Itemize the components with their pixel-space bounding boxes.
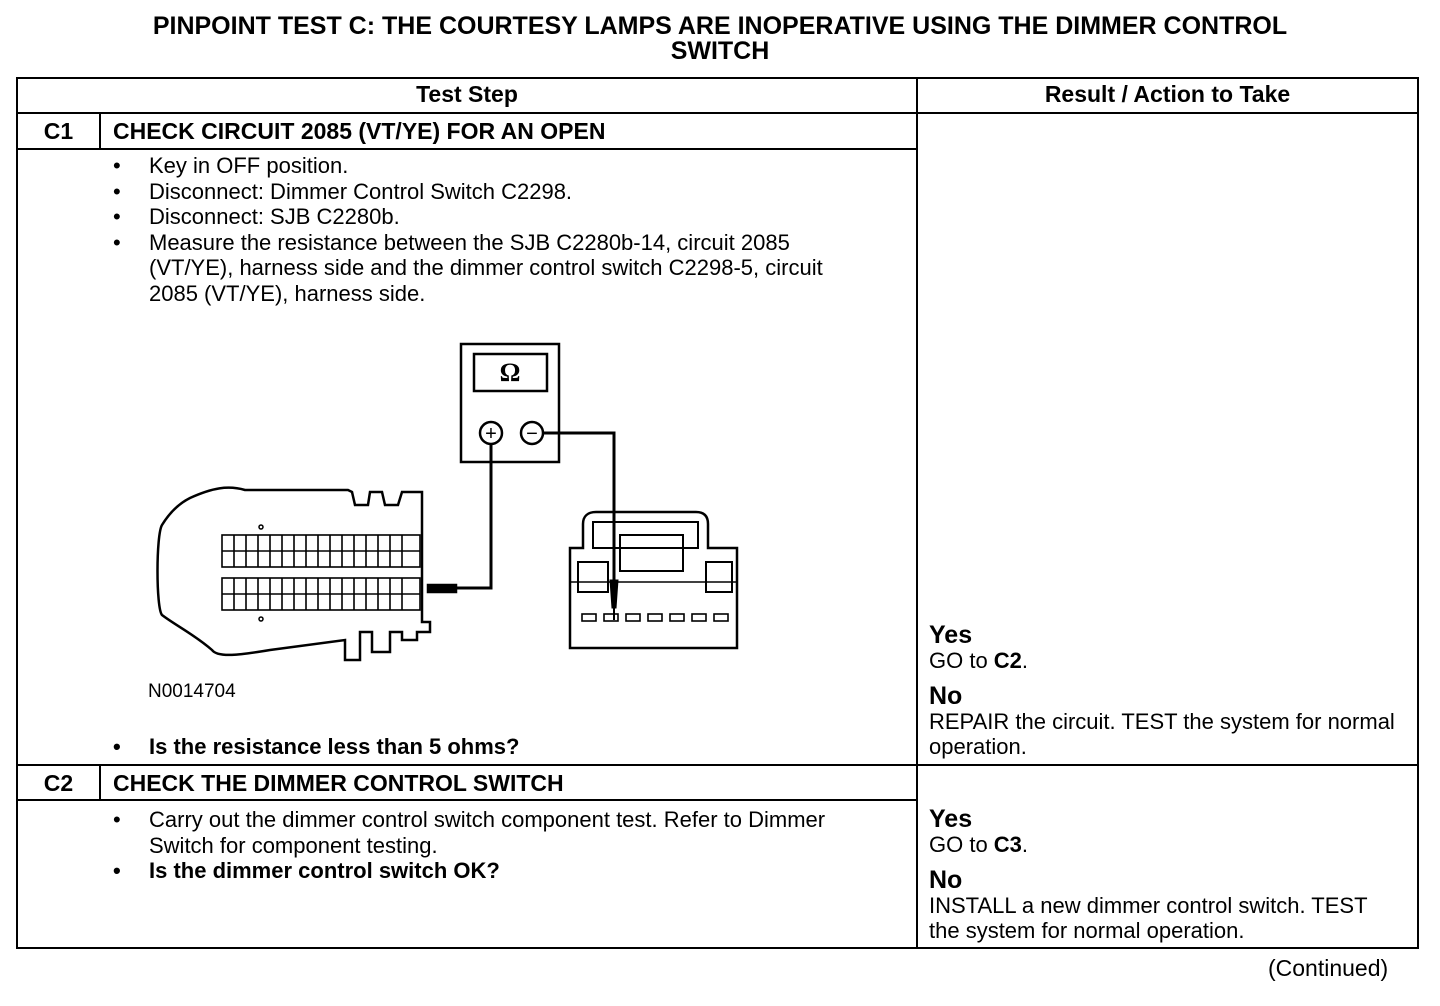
c1-id-divider bbox=[99, 112, 101, 150]
dimmer-switch-pin-row bbox=[581, 613, 729, 622]
table-border-top bbox=[16, 77, 1419, 79]
sjb-connector-c2280b bbox=[156, 486, 432, 662]
negative-probe bbox=[609, 579, 619, 609]
list-item: Disconnect: Dimmer Control Switch C2298. bbox=[113, 179, 833, 205]
header-divider bbox=[16, 112, 1419, 114]
yes-label: Yes bbox=[929, 621, 973, 649]
header-result-action: Result / Action to Take bbox=[1044, 81, 1291, 107]
no-label: No bbox=[929, 866, 963, 894]
step-name-c2: CHECK THE DIMMER CONTROL SWITCH bbox=[113, 770, 564, 796]
yes-action: GO to C2. bbox=[929, 648, 1029, 673]
ohm-symbol: Ω bbox=[500, 358, 521, 387]
positive-probe bbox=[426, 583, 458, 594]
no-action: INSTALL a new dimmer control switch. TES… bbox=[929, 893, 1368, 943]
step-id-c1: C1 bbox=[43, 118, 74, 144]
yes-target: C2 bbox=[993, 648, 1022, 673]
column-divider bbox=[916, 77, 918, 949]
page-title: PINPOINT TEST C: THE COURTESY LAMPS ARE … bbox=[0, 14, 1440, 64]
list-item: Is the dimmer control switch OK? bbox=[113, 858, 873, 884]
list-item: Measure the resistance between the SJB C… bbox=[113, 230, 833, 307]
positive-test-lead bbox=[456, 444, 493, 590]
minus-symbol: − bbox=[526, 423, 538, 445]
list-item: Key in OFF position. bbox=[113, 153, 833, 179]
c1-question: Is the resistance less than 5 ohms? bbox=[113, 734, 873, 760]
negative-test-lead bbox=[543, 431, 616, 585]
list-item: Is the resistance less than 5 ohms? bbox=[113, 734, 873, 760]
title-line-2: SWITCH bbox=[670, 37, 770, 65]
plus-symbol: + bbox=[485, 423, 497, 445]
c1-c2-divider bbox=[16, 764, 1419, 766]
yes-label: Yes bbox=[929, 805, 973, 833]
c1-results: Yes GO to C2. No REPAIR the circuit. TES… bbox=[929, 622, 1409, 759]
table-border-right bbox=[1417, 77, 1419, 949]
list-item: Carry out the dimmer control switch comp… bbox=[113, 807, 873, 858]
c2-results: Yes GO to C3. No INSTALL a new dimmer co… bbox=[929, 806, 1409, 943]
yes-target: C3 bbox=[993, 832, 1022, 857]
resistance-test-diagram: Ω + − bbox=[156, 342, 739, 662]
list-item: Disconnect: SJB C2280b. bbox=[113, 204, 833, 230]
continued-label: (Continued) bbox=[1268, 955, 1389, 981]
step-name-c1: CHECK CIRCUIT 2085 (VT/YE) FOR AN OPEN bbox=[113, 118, 606, 144]
c2-instructions: Carry out the dimmer control switch comp… bbox=[113, 807, 873, 884]
table-border-left bbox=[16, 77, 18, 949]
dimmer-switch-connector-c2298 bbox=[568, 510, 739, 650]
sjb-upper-pin-rows bbox=[221, 534, 421, 568]
c2-name-divider bbox=[16, 799, 918, 801]
figure-id: N0014704 bbox=[148, 681, 236, 702]
no-action: REPAIR the circuit. TEST the system for … bbox=[929, 709, 1395, 759]
c1-name-divider bbox=[16, 148, 918, 150]
multimeter-display bbox=[472, 352, 549, 393]
title-line-1: PINPOINT TEST C: THE COURTESY LAMPS ARE … bbox=[152, 12, 1288, 40]
yes-action: GO to C3. bbox=[929, 832, 1029, 857]
multimeter-body bbox=[459, 342, 561, 464]
step-id-c2: C2 bbox=[43, 770, 74, 796]
sjb-lower-pin-rows bbox=[221, 577, 421, 611]
table-border-bottom bbox=[16, 947, 1419, 949]
c1-instructions: Key in OFF position. Disconnect: Dimmer … bbox=[113, 153, 833, 306]
no-label: No bbox=[929, 682, 963, 710]
c2-id-divider bbox=[99, 764, 101, 801]
header-test-step: Test Step bbox=[416, 81, 518, 107]
